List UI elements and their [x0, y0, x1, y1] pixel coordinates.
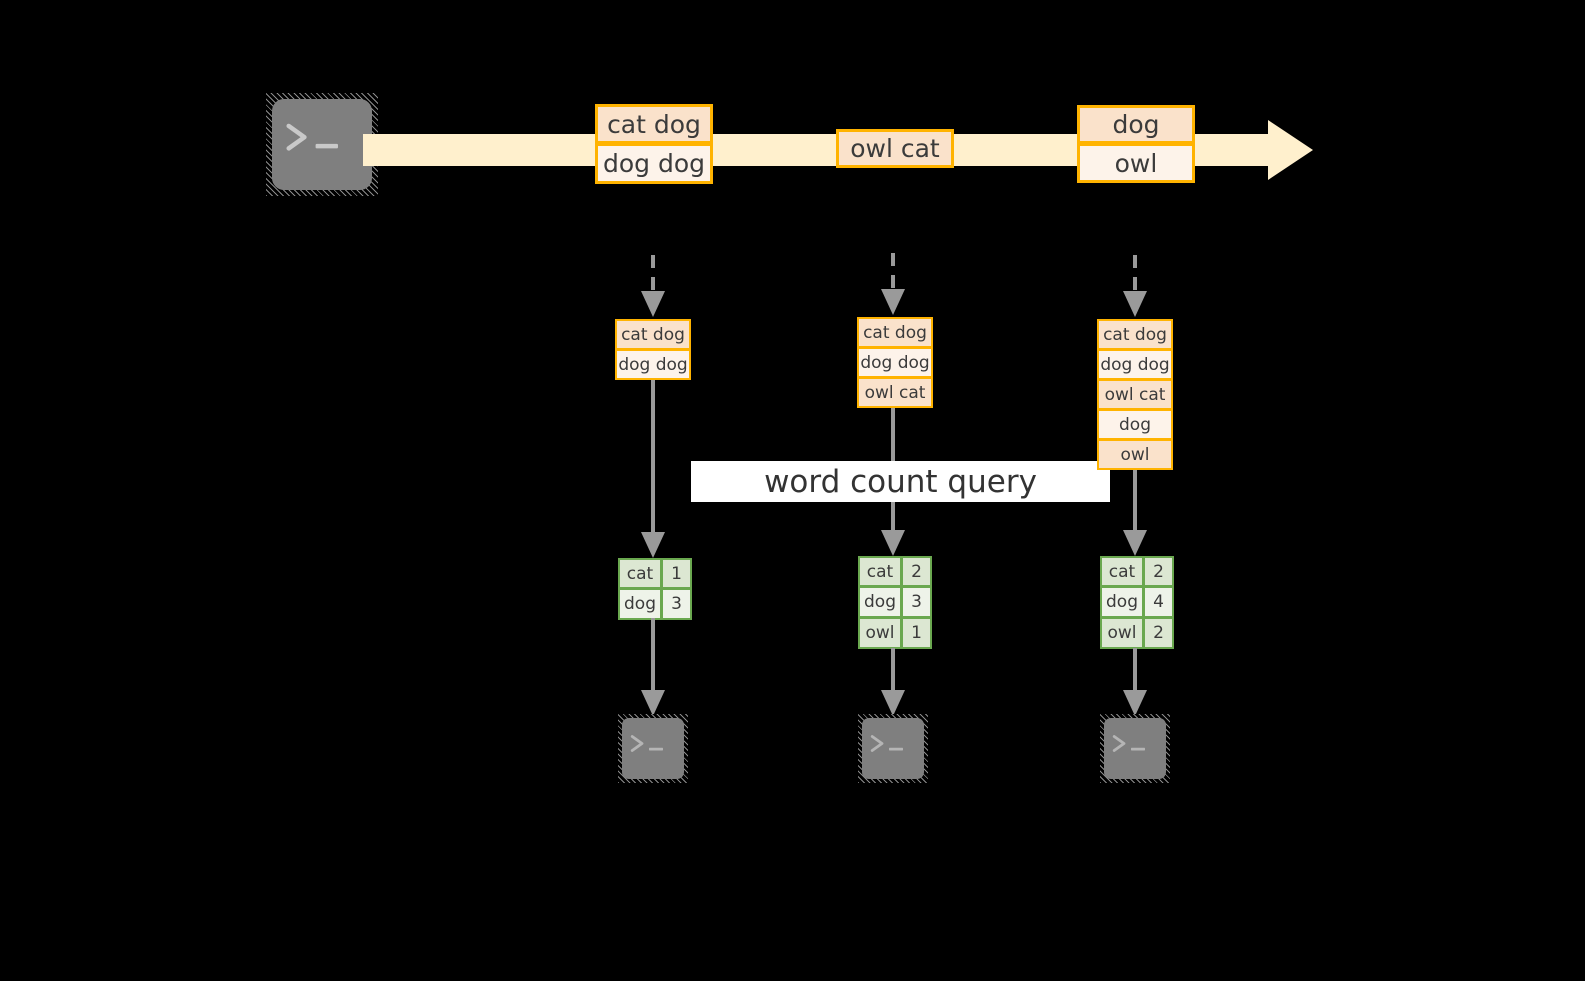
result-count: 1 [662, 558, 692, 589]
result-word: dog [858, 587, 902, 618]
batch-1-sink-terminal-icon [618, 714, 688, 783]
batch-2-input-stack: cat dog dog dog owl cat [857, 317, 933, 408]
batch-input-row: dog dog [615, 349, 691, 380]
result-count: 3 [662, 589, 692, 620]
batch-input-row: owl cat [1097, 379, 1173, 410]
result-count: 2 [1144, 618, 1174, 649]
result-count: 4 [1144, 587, 1174, 618]
result-word: owl [858, 618, 902, 649]
terminal-prompt-icon [282, 114, 349, 160]
terminal-prompt-icon [1110, 728, 1152, 759]
result-word: owl [1100, 618, 1144, 649]
batch-1-input-arrow-icon [637, 255, 669, 319]
result-word: dog [1100, 587, 1144, 618]
batch-input-row: owl cat [857, 377, 933, 408]
stream-event-line: cat dog [595, 104, 713, 144]
result-word: cat [1100, 556, 1144, 587]
batch-input-row: owl [1097, 439, 1173, 470]
table-row: cat 2 [858, 556, 932, 587]
table-row: dog 3 [618, 589, 692, 620]
stream-event-1: cat dog dog dog [595, 104, 713, 184]
batch-3-query-arrow-icon [1119, 470, 1151, 558]
query-label-band: word count query [691, 461, 1110, 502]
table-row: dog 4 [1100, 587, 1174, 618]
batch-3-input-arrow-icon [1119, 255, 1151, 319]
batch-2-result-table: cat 2 dog 3 owl 1 [858, 556, 932, 649]
result-word: cat [618, 558, 662, 589]
batch-input-row: cat dog [857, 317, 933, 348]
batch-3-input-stack: cat dog dog dog owl cat dog owl [1097, 319, 1173, 470]
batch-1-input-stack: cat dog dog dog [615, 319, 691, 380]
result-count: 2 [1144, 556, 1174, 587]
batch-2-sink-arrow-icon [877, 648, 909, 718]
batch-input-row: dog dog [857, 347, 933, 378]
stream-event-line: dog [1077, 105, 1195, 144]
result-count: 3 [902, 587, 932, 618]
stream-event-3: dog owl [1077, 105, 1195, 183]
terminal-prompt-icon [868, 728, 910, 759]
batch-1-sink-arrow-icon [637, 618, 669, 718]
table-row: cat 2 [1100, 556, 1174, 587]
batch-input-row: cat dog [1097, 319, 1173, 350]
table-row: owl 2 [1100, 618, 1174, 649]
result-count: 1 [902, 618, 932, 649]
stream-event-2: owl cat [836, 129, 954, 168]
batch-1-result-table: cat 1 dog 3 [618, 558, 692, 620]
table-row: cat 1 [618, 558, 692, 589]
result-word: cat [858, 556, 902, 587]
result-count: 2 [902, 556, 932, 587]
table-row: owl 1 [858, 618, 932, 649]
batch-2-input-arrow-icon [877, 253, 909, 317]
result-word: dog [618, 589, 662, 620]
batch-3-sink-arrow-icon [1119, 648, 1151, 718]
batch-input-row: cat dog [615, 319, 691, 350]
batch-input-row: dog dog [1097, 349, 1173, 380]
stream-event-line: owl [1077, 144, 1195, 183]
table-row: dog 3 [858, 587, 932, 618]
batch-2-sink-terminal-icon [858, 714, 928, 783]
batch-input-row: dog [1097, 409, 1173, 440]
terminal-prompt-icon [628, 728, 670, 759]
stream-event-line: dog dog [595, 144, 713, 184]
stream-event-line: owl cat [836, 129, 954, 168]
source-terminal-icon [266, 93, 378, 196]
query-label-text: word count query [764, 463, 1037, 500]
batch-1-query-arrow-icon [637, 380, 669, 560]
batch-3-result-table: cat 2 dog 4 owl 2 [1100, 556, 1174, 649]
batch-3-sink-terminal-icon [1100, 714, 1170, 783]
